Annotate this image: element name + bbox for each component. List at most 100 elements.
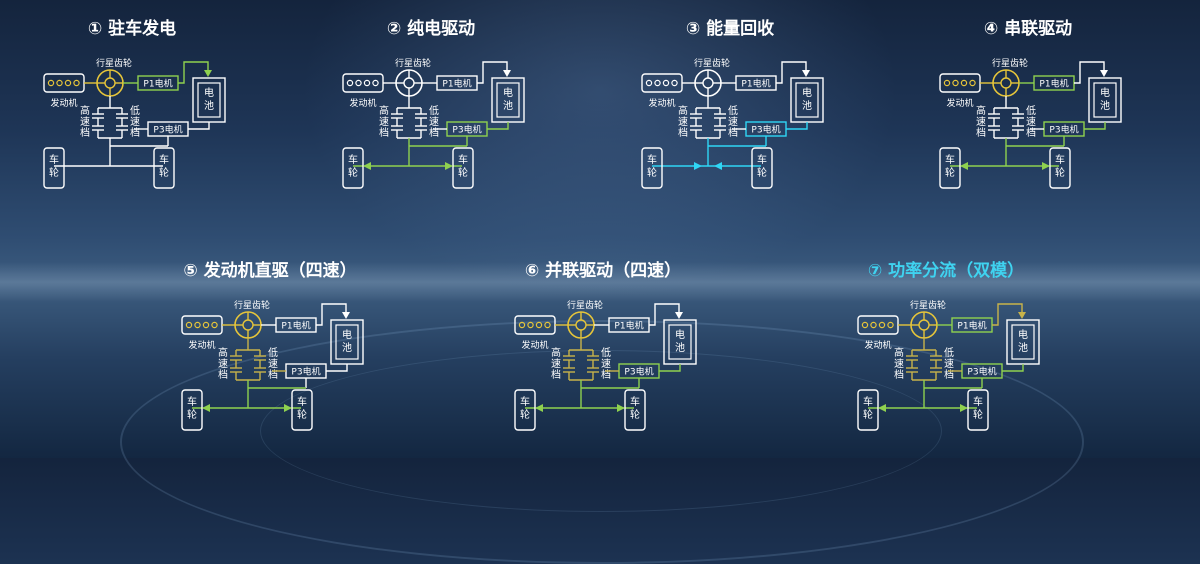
wheel-left-label: 车轮 (863, 395, 873, 421)
low-gear-label: 低速档 (268, 346, 278, 381)
p1-to-battery-path (992, 303, 1023, 326)
svg-text:车: 车 (630, 395, 640, 408)
engine-cylinder (185, 321, 193, 329)
high-gear-label: 高速档 (379, 104, 389, 139)
p1-to-battery-arrow (675, 312, 683, 319)
wheel-right (967, 389, 989, 431)
p1-to-battery-path (316, 303, 347, 326)
svg-text:低: 低 (130, 104, 140, 117)
svg-text:轮: 轮 (159, 166, 169, 179)
arrow-right-inward (714, 162, 722, 170)
svg-text:池: 池 (503, 99, 513, 112)
svg-text:轮: 轮 (1055, 166, 1065, 179)
svg-text:档: 档 (130, 126, 140, 139)
svg-text:轮: 轮 (630, 408, 640, 421)
svg-text:低: 低 (1026, 104, 1036, 117)
planetary-gear-label: 行星齿轮 (694, 57, 730, 69)
wheel-left (939, 147, 961, 189)
p1-motor-label: P1电机 (1039, 78, 1068, 90)
battery-inner (1011, 324, 1035, 360)
arrow-left-outward (535, 404, 543, 412)
p3-motor-label: P3电机 (452, 124, 481, 136)
low-gear-label: 低速档 (429, 104, 439, 139)
engine-icon (181, 315, 223, 335)
engine-cylinder (527, 321, 534, 329)
svg-text:档: 档 (1026, 126, 1036, 139)
engine-icon (514, 315, 556, 335)
svg-text:电: 电 (204, 86, 214, 99)
arrow-right-outward (284, 404, 292, 412)
engine-cylinder (355, 79, 362, 87)
wheel-right-label: 车轮 (458, 153, 468, 179)
wheel-left-label: 车轮 (187, 395, 197, 421)
battery-label: 电池 (342, 328, 352, 354)
wheel-left (342, 147, 364, 189)
svg-text:轮: 轮 (348, 166, 358, 179)
svg-text:车: 车 (863, 395, 873, 408)
svg-text:电: 电 (802, 86, 812, 99)
svg-text:档: 档 (728, 126, 738, 139)
svg-text:高: 高 (218, 346, 228, 359)
mode-title: ⑥ 并联驱动（四速） (524, 261, 682, 281)
battery-inner (335, 324, 359, 360)
wheel-left-label: 车轮 (348, 153, 358, 179)
svg-text:速: 速 (130, 116, 140, 128)
p3-to-battery-link (1084, 122, 1106, 130)
engine-icon (43, 73, 85, 93)
svg-text:速: 速 (728, 116, 738, 128)
wheel-right (452, 147, 474, 189)
low-gear-label: 低速档 (944, 346, 954, 381)
svg-text:车: 车 (647, 153, 657, 166)
wheel-right (291, 389, 313, 431)
wheel-right-label: 车轮 (159, 153, 169, 179)
p1-motor-label: P1电机 (143, 78, 172, 90)
p3-to-battery-link (659, 364, 681, 372)
svg-text:低: 低 (268, 346, 278, 359)
p1-to-battery-path (178, 61, 209, 84)
engine-cylinder (960, 79, 968, 87)
p1-to-battery-path (649, 303, 680, 326)
p3-motor-label: P3电机 (751, 124, 780, 136)
svg-text:低: 低 (601, 346, 611, 359)
battery-inner (668, 324, 692, 360)
svg-text:档: 档 (429, 126, 439, 139)
svg-text:轮: 轮 (458, 166, 468, 179)
mode-title: ⑤ 发动机直驱（四速） (183, 261, 357, 281)
svg-text:档: 档 (894, 368, 904, 381)
battery-label: 电池 (1018, 328, 1028, 354)
planetary-sun-gear (242, 319, 254, 331)
p1-to-battery-arrow (204, 70, 212, 77)
svg-text:速: 速 (429, 116, 439, 128)
p3-motor-label: P3电机 (967, 366, 996, 378)
svg-text:车: 车 (945, 153, 955, 166)
p1-to-battery-arrow (342, 312, 350, 319)
p1-to-battery-path (776, 61, 807, 84)
battery-label: 电池 (675, 328, 685, 354)
high-gear-label: 高速档 (894, 346, 904, 381)
svg-text:池: 池 (204, 99, 214, 112)
wheel-left (181, 389, 203, 431)
planetary-gear-label: 行星齿轮 (96, 57, 132, 69)
svg-text:速: 速 (1026, 116, 1036, 128)
wheel-left (514, 389, 536, 431)
p1-to-battery-arrow (1100, 70, 1108, 77)
engine-label: 发动机 (521, 339, 548, 351)
arrow-left-outward (202, 404, 210, 412)
planetary-sun-gear (702, 77, 714, 89)
svg-text:档: 档 (944, 368, 954, 381)
wheel-right (1049, 147, 1071, 189)
svg-text:车: 车 (757, 153, 767, 166)
svg-text:速: 速 (894, 358, 904, 370)
p1-to-battery-arrow (802, 70, 810, 77)
svg-text:电: 电 (1100, 86, 1110, 99)
svg-text:车: 车 (49, 153, 59, 166)
svg-text:池: 池 (675, 341, 685, 354)
engine-cylinder (654, 79, 661, 87)
svg-text:速: 速 (678, 116, 688, 128)
